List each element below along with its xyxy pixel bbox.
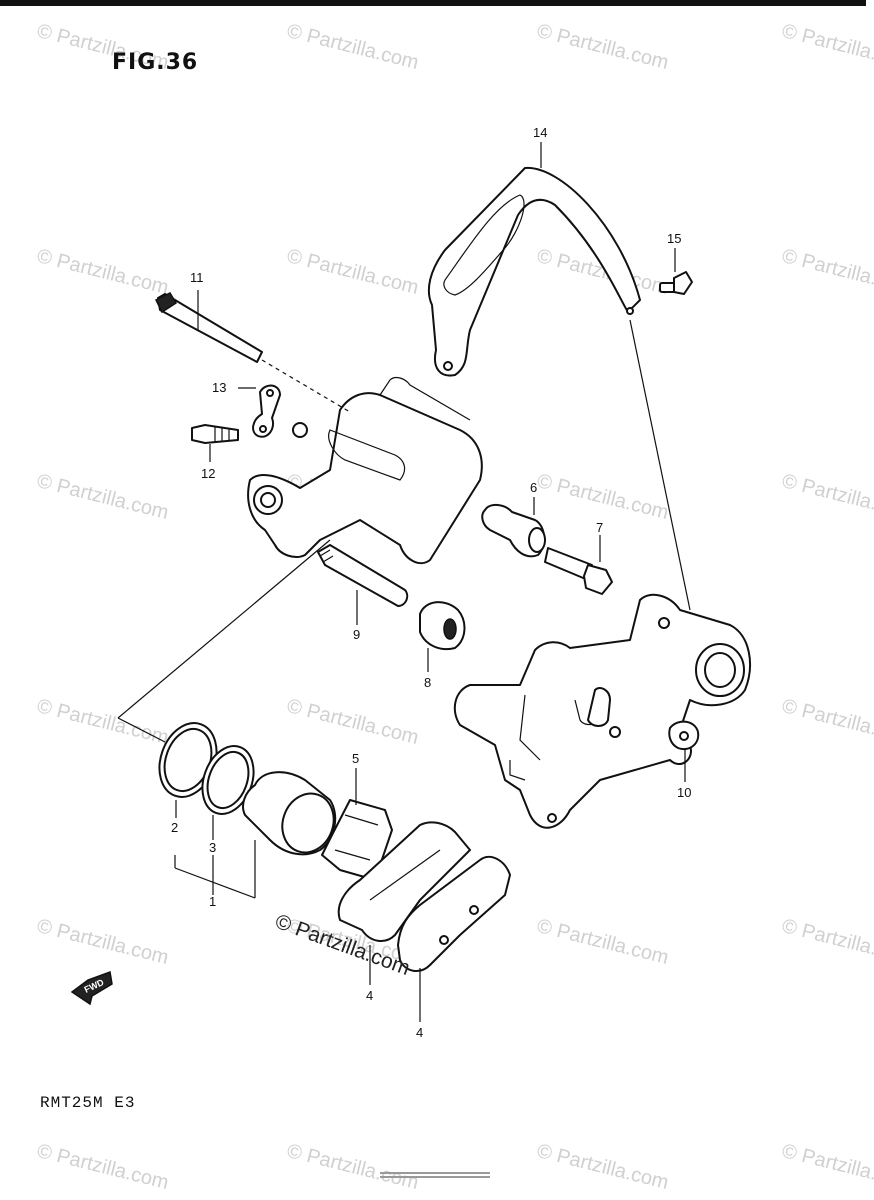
callout-11: 11 [190,270,204,285]
part-boot-8 [419,601,466,651]
callout-4a: 4 [366,988,373,1003]
callout-15: 15 [667,231,681,246]
footer-small-print [380,1170,490,1180]
model-label: RMT25M E3 [40,1094,136,1112]
part-bracket-10 [453,593,751,829]
part-seal-2 [158,722,218,798]
callout-12: 12 [201,466,215,481]
forward-arrow-icon: FWD [70,970,113,1006]
callout-10: 10 [677,785,691,800]
leader-lines [117,142,691,1022]
callout-3: 3 [209,840,216,855]
top-border [0,0,866,6]
callout-2: 2 [171,820,178,835]
callout-4b: 4 [416,1025,423,1040]
callout-5: 5 [352,751,359,766]
part-bolt-7 [544,547,613,595]
callout-9: 9 [353,627,360,642]
callout-1: 1 [209,894,216,909]
callout-7: 7 [596,520,603,535]
callout-8: 8 [424,675,431,690]
part-cap-13 [252,384,281,438]
callout-14: 14 [533,125,547,140]
part-bleeder-12 [191,424,239,444]
callout-6: 6 [530,480,537,495]
figure-title: FIG.36 [112,50,199,75]
part-pin-9 [317,544,409,607]
part-sleeve-6 [481,504,546,558]
part-bolt-15 [659,271,693,295]
part-pin-11 [154,292,263,363]
part-caliper-guard [427,166,641,377]
part-spring-5 [321,799,393,881]
part-caliper-body [247,376,483,565]
part-pad-4a [337,821,471,942]
callout-13: 13 [212,380,226,395]
callout-labels: 2 3 1 5 4 4 11 13 12 9 8 6 7 10 14 15 [171,125,691,1040]
part-piston-1 [242,771,337,856]
